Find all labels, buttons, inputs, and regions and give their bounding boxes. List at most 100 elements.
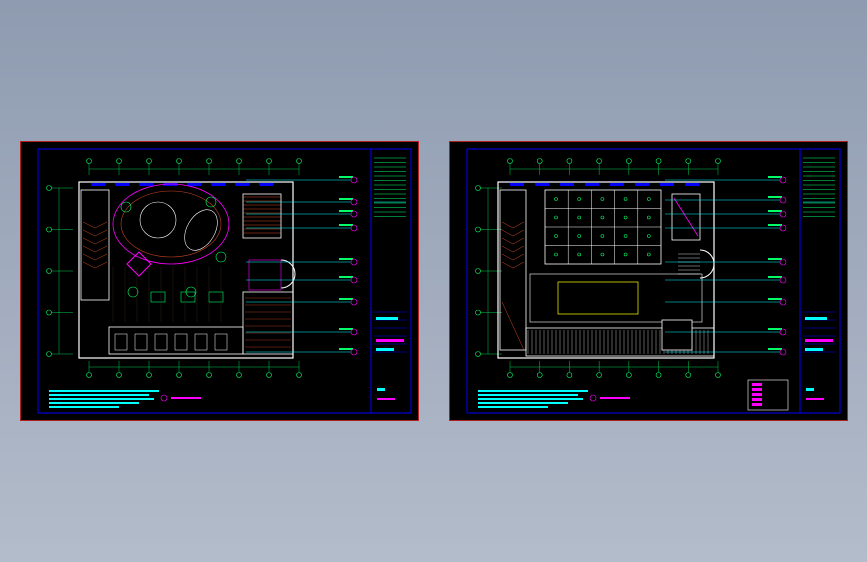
grid-bubble-icon [86, 372, 92, 378]
round-table [139, 201, 177, 239]
ceiling-soffit [557, 281, 639, 315]
title-block-text-bar [806, 398, 824, 400]
window-segment [187, 183, 201, 186]
downlight-icon [647, 197, 651, 201]
plant-icon [127, 286, 139, 298]
tile-hatch [82, 245, 108, 253]
booth [114, 333, 128, 351]
floor-plan-left [37, 148, 412, 414]
building-outline [78, 181, 294, 359]
grid-bubble-icon [116, 372, 122, 378]
label-text-bar [339, 298, 353, 300]
grid-bubble-icon [626, 158, 632, 164]
grid-bubble-icon [206, 158, 212, 164]
window-segment [560, 183, 574, 186]
downlight-icon [554, 215, 558, 220]
window-segment [163, 183, 177, 186]
tile-hatch [501, 301, 525, 351]
core-room [671, 193, 701, 241]
label-text-bar [339, 210, 353, 212]
grid-bubble-icon [655, 372, 662, 378]
grid-bubble-icon [46, 351, 52, 357]
grid-bubble-icon [296, 158, 302, 164]
tile-hatch [501, 261, 525, 269]
section-mark-icon [350, 348, 358, 356]
window-segment [510, 183, 524, 186]
chair-group [150, 291, 166, 303]
section-mark-icon [779, 348, 787, 356]
section-mark-icon [350, 210, 358, 218]
window-segment [211, 183, 225, 186]
grid-bubble-icon [266, 158, 272, 164]
grid-bubble-icon [86, 158, 92, 164]
section-mark-icon [350, 328, 358, 336]
window-segment [259, 183, 273, 186]
section-mark-icon [779, 176, 787, 184]
grid-bubble-icon [507, 372, 513, 378]
drawing-title-bar [600, 397, 630, 399]
grid-bubble-icon [536, 372, 543, 378]
ceiling-plan-right [466, 148, 841, 414]
tile-hatch [82, 253, 108, 261]
drawing-frame [466, 148, 841, 414]
core-room-diagonal [673, 197, 699, 237]
downlight-icon [623, 197, 628, 201]
notes-text-bar [478, 402, 568, 404]
tile-hatch [501, 221, 525, 229]
section-mark-icon [779, 224, 787, 232]
title-block-text-bar [806, 388, 814, 391]
stair-landing [661, 319, 693, 351]
downlight-icon [577, 215, 581, 220]
grid-bubble-icon [475, 226, 481, 233]
downlight-icon [577, 252, 581, 257]
drawing-frame [37, 148, 412, 414]
notes-text-bar [49, 406, 119, 408]
notes-text-bar [49, 390, 159, 392]
grid-bubble-icon [236, 372, 242, 378]
label-text-bar [768, 298, 782, 300]
grid-bubble-icon [715, 158, 721, 164]
section-mark-icon [350, 276, 358, 284]
label-text-bar [339, 198, 353, 200]
window-segment [585, 183, 599, 186]
building-outline [497, 181, 715, 359]
grid-bubble-icon [566, 372, 573, 378]
section-mark-icon [779, 210, 787, 218]
section-mark-icon [779, 258, 787, 266]
downlight-icon [647, 215, 651, 220]
label-text-bar [768, 258, 782, 260]
tile-hatch [82, 229, 108, 237]
legend-symbol [752, 393, 762, 396]
tile-hatch [82, 261, 108, 269]
notes-text-bar [478, 406, 548, 408]
grid-bubble-icon [46, 309, 52, 316]
notes-text-bar [49, 394, 149, 396]
downlight-icon [600, 234, 605, 238]
grid-bubble-icon [655, 158, 662, 164]
grid-bubble-icon [507, 158, 513, 164]
grid-bubble-icon [596, 372, 602, 378]
tile-hatch [82, 237, 108, 245]
main-ceiling-zone [529, 273, 703, 323]
label-text-bar [339, 176, 353, 178]
section-mark-icon [350, 198, 358, 206]
label-text-bar [339, 328, 353, 330]
booth [194, 333, 208, 351]
notes-text-bar [478, 394, 578, 396]
dining-area [108, 326, 244, 355]
drawing-sheet-right [449, 141, 848, 421]
section-mark-icon [779, 196, 787, 204]
section-mark-icon [350, 224, 358, 232]
window-segment [535, 183, 549, 186]
title-block-text-bar [377, 398, 395, 400]
label-text-bar [339, 224, 353, 226]
curved-sofa [184, 209, 218, 251]
grid-bubble-icon [685, 372, 692, 378]
label-text-bar [339, 348, 353, 350]
booth [154, 333, 168, 351]
grid-bubble-icon [475, 309, 481, 316]
label-text-bar [768, 196, 782, 198]
grid-bubble-icon [146, 158, 152, 164]
service-block [499, 189, 527, 351]
label-text-bar [768, 176, 782, 178]
